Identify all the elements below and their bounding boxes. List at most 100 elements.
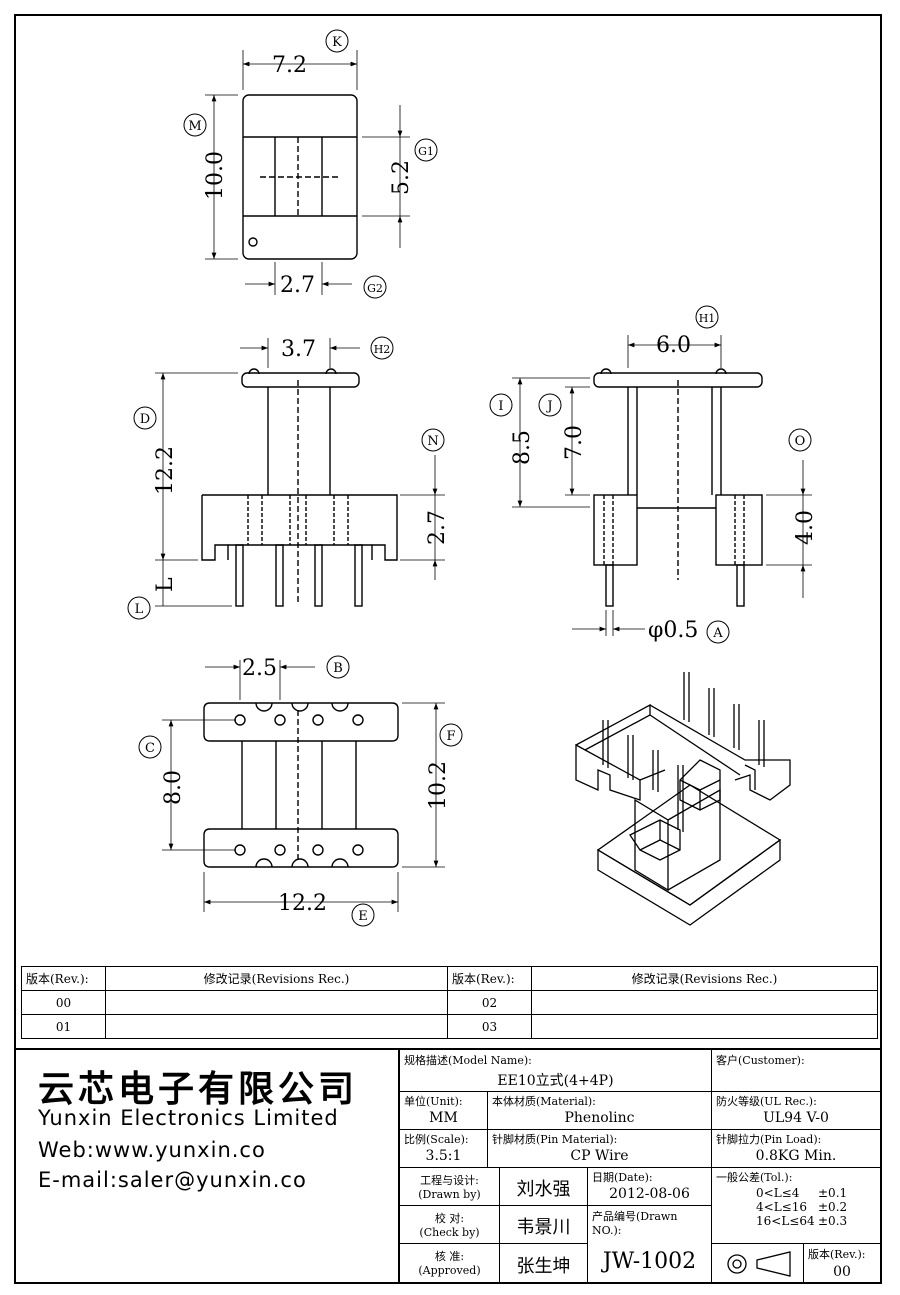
pin-load-cell: 针脚拉力(Pin Load): 0.8KG Min.	[712, 1130, 880, 1168]
callout-F: F	[439, 723, 463, 747]
tol-row: 4<L≤16 ±0.2	[756, 1200, 880, 1214]
svg-text:G1: G1	[418, 145, 434, 158]
dim-side-h1: 8.5	[510, 430, 535, 465]
svg-text:E: E	[358, 909, 368, 924]
rev-value: 00	[833, 1264, 851, 1280]
ul-cell: 防火等级(UL Rec.): UL94 V-0	[712, 1092, 880, 1130]
company-web: Web:www.yunxin.co	[38, 1138, 266, 1162]
callout-K: K	[325, 29, 349, 53]
rev-cell: 01	[21, 1014, 106, 1039]
front-view	[155, 338, 445, 607]
unit-cell: 单位(Unit): MM	[400, 1092, 488, 1130]
svg-text:O: O	[795, 434, 806, 449]
callout-G2: G2	[363, 275, 387, 299]
customer-cell: 客户(Customer):	[712, 1050, 880, 1092]
date-value: 2012-08-06	[609, 1186, 690, 1202]
approved-value: 张生坤	[516, 1256, 571, 1277]
ul-value: UL94 V-0	[763, 1110, 829, 1126]
pin-material-cell: 针脚材质(Pin Material): CP Wire	[488, 1130, 712, 1168]
callout-H2: H2	[370, 336, 394, 360]
svg-text:C: C	[145, 741, 155, 756]
scale-cell: 比例(Scale): 3.5:1	[400, 1130, 488, 1168]
svg-text:F: F	[446, 729, 455, 744]
dim-front-height: 12.2	[153, 446, 178, 495]
isometric-view	[575, 672, 791, 926]
svg-text:M: M	[188, 119, 201, 134]
check-by-label-cell: 校 对: (Check by)	[400, 1206, 500, 1244]
tol-row: 16<L≤64±0.3	[756, 1214, 880, 1228]
company-info: 云芯电子有限公司 Yunxin Electronics Limited Web:…	[14, 1050, 400, 1284]
rev-header-left: 版本(Rev.):	[21, 966, 106, 991]
date-cell: 日期(Date): 2012-08-06	[588, 1168, 712, 1206]
scale-value: 3.5:1	[425, 1148, 462, 1164]
rec-cell	[105, 990, 448, 1015]
drawn-by-cell: 刘水强	[500, 1168, 588, 1206]
technical-drawing: 7.2 10.0 5.2 2.7 3.7 12.2 L 2.7 6.0 8.5 …	[127, 29, 818, 927]
rev-cell: 00	[21, 990, 106, 1015]
material-cell: 本体材质(Material): Phenolinc	[488, 1092, 712, 1130]
dim-bottom-inner: 8.0	[161, 770, 186, 805]
dim-top-bottom: 2.7	[280, 273, 315, 298]
dim-front-pin: 2.7	[425, 510, 450, 545]
callout-G1: G1	[414, 138, 438, 162]
callout-H1: H1	[695, 305, 719, 329]
title-grid: 规格描述(Model Name): EE10立式(4+4P) 客户(Custom…	[400, 1050, 880, 1284]
callout-M: M	[183, 113, 207, 137]
drawn-by-label-cell: 工程与设计: (Drawn by)	[400, 1168, 500, 1206]
rec-cell	[531, 990, 878, 1015]
side-view	[512, 335, 812, 636]
callout-L: L	[127, 596, 151, 620]
svg-text:D: D	[140, 412, 150, 427]
callout-I: I	[489, 393, 513, 417]
svg-text:N: N	[427, 434, 438, 449]
callout-A: A	[706, 620, 730, 644]
rec-header-right: 修改记录(Revisions Rec.)	[531, 966, 878, 991]
company-name-cn: 云芯电子有限公司	[38, 1069, 359, 1110]
approved-label-cell: 核 准: (Approved)	[400, 1244, 500, 1284]
callout-D: D	[133, 406, 157, 430]
check-by-cell: 韦景川	[500, 1206, 588, 1244]
company-name-en: Yunxin Electronics Limited	[38, 1106, 339, 1130]
customer-label: 客户(Customer):	[716, 1054, 805, 1067]
callout-C: C	[138, 735, 162, 759]
dim-side-top: 6.0	[656, 333, 691, 358]
dim-bottom-width: 12.2	[278, 891, 327, 916]
title-block: 云芯电子有限公司 Yunxin Electronics Limited Web:…	[14, 1048, 882, 1284]
company-email: E-mail:saler@yunxin.co	[38, 1168, 307, 1192]
unit-label: 单位(Unit):	[404, 1095, 463, 1108]
top-view	[205, 50, 410, 295]
callout-B: B	[326, 655, 350, 679]
rec-cell	[105, 1014, 448, 1039]
svg-text:B: B	[333, 661, 343, 676]
dim-bottom-outer: 10.2	[426, 761, 451, 810]
svg-text:A: A	[712, 626, 723, 641]
dim-side-h2: 7.0	[562, 425, 587, 460]
pin-material-value: CP Wire	[570, 1148, 629, 1164]
unit-value: MM	[429, 1110, 458, 1126]
rev-header-right: 版本(Rev.):	[447, 966, 532, 991]
tol-row: 0<L≤4±0.1	[756, 1186, 880, 1200]
scale-label: 比例(Scale):	[404, 1133, 469, 1146]
tol-range: 4<L≤16	[756, 1200, 807, 1214]
drawn-no-label: 产品编号(Drawn NO.):	[592, 1210, 678, 1237]
tol-value: ±0.2	[818, 1200, 848, 1214]
projection-symbol-cell	[712, 1244, 804, 1284]
pin-load-value: 0.8KG Min.	[755, 1148, 837, 1164]
drawn-by-label-cn: 工程与设计:	[420, 1174, 479, 1187]
drawing-frame	[14, 14, 882, 1284]
ul-label: 防火等级(UL Rec.):	[716, 1095, 817, 1108]
pin-material-label: 针脚材质(Pin Material):	[492, 1133, 618, 1146]
third-angle-projection-icon	[727, 1251, 791, 1277]
svg-text:G2: G2	[367, 282, 383, 295]
svg-text:I: I	[498, 399, 503, 414]
bottom-view	[162, 660, 445, 912]
revision-table: 版本(Rev.): 修改记录(Revisions Rec.) 版本(Rev.):…	[21, 966, 878, 1039]
tol-range: 16<L≤64	[756, 1214, 815, 1228]
tol-value: ±0.3	[818, 1214, 848, 1228]
tolerance-label: 一般公差(Tol.):	[716, 1171, 793, 1184]
drawn-by-value: 刘水强	[516, 1179, 571, 1200]
drawn-no-value: JW-1002	[602, 1249, 697, 1274]
material-value: Phenolinc	[564, 1110, 635, 1126]
dim-front-top: 3.7	[281, 337, 316, 362]
rec-header-left: 修改记录(Revisions Rec.)	[105, 966, 448, 991]
